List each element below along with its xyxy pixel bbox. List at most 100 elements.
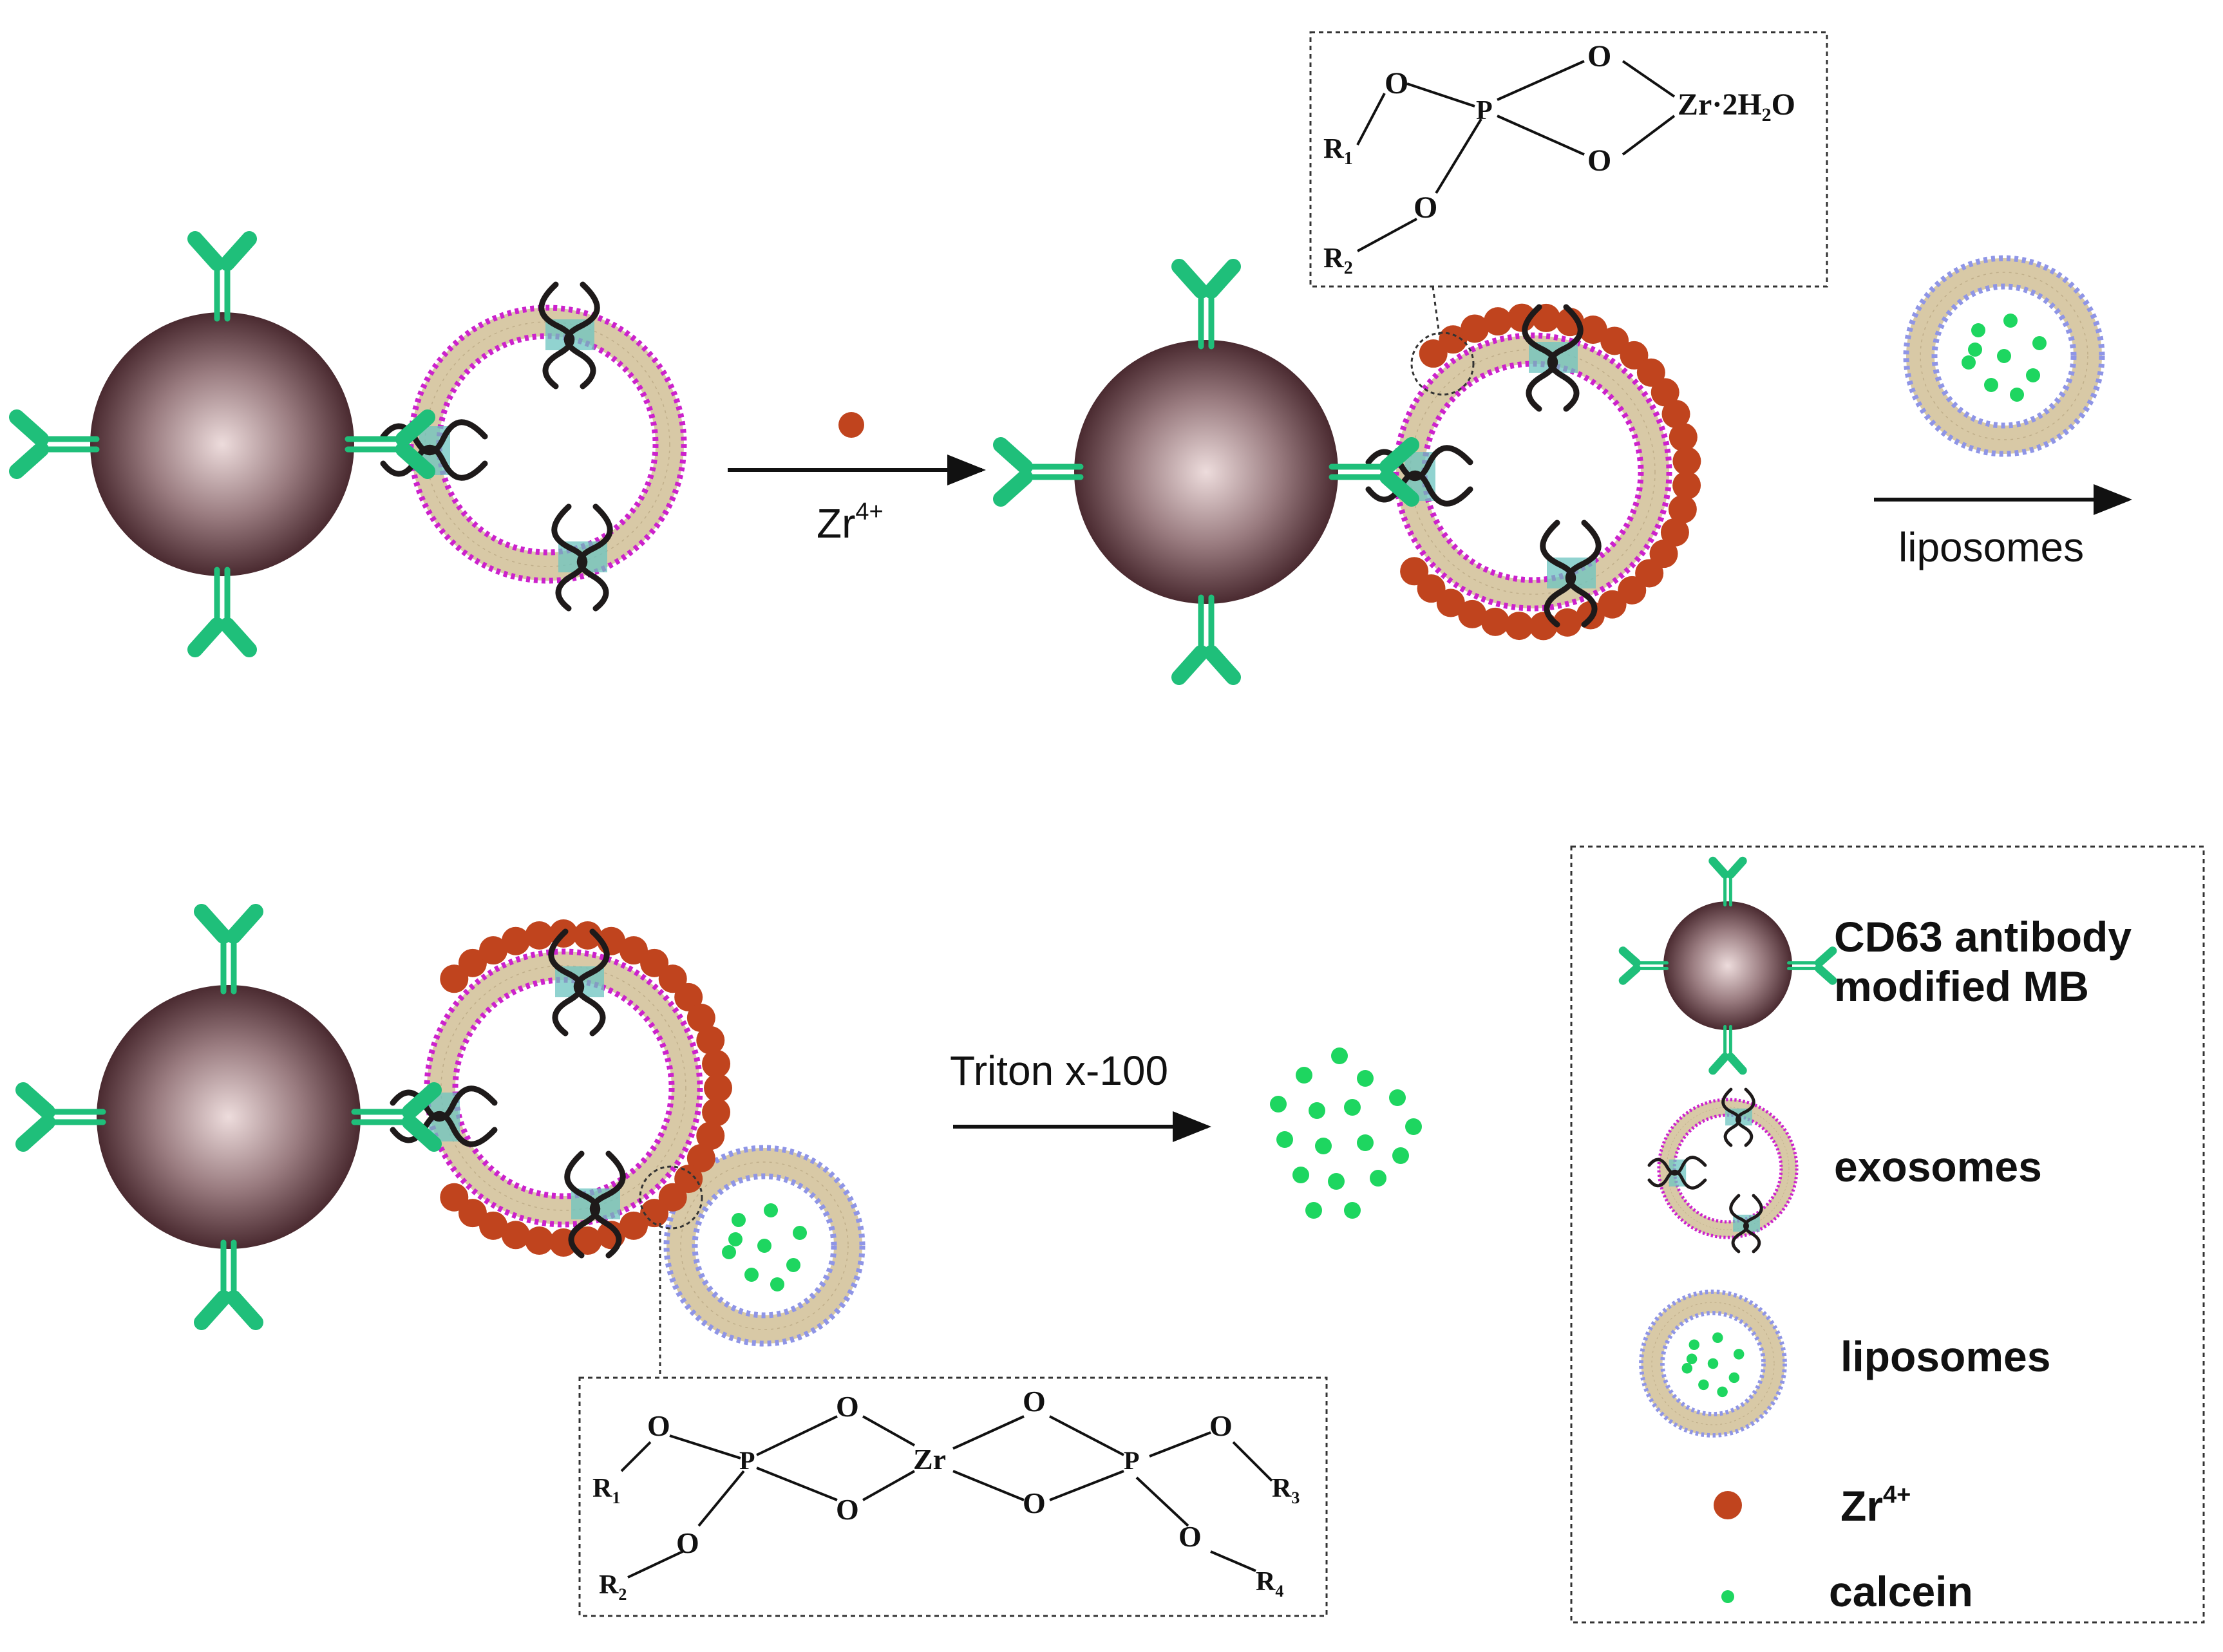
membrane-proteins (380, 281, 1763, 1259)
panel2-liposome-tail-texture (1920, 272, 2088, 440)
panel2-liposome-calcein-dot-7 (2010, 388, 2024, 402)
chem-bot-o-r2: O (1023, 1385, 1046, 1418)
panel3-zr-coat-ion-17 (696, 1122, 725, 1150)
legend-liposome-calcein-dot-4 (1707, 1358, 1719, 1369)
arrow-triton-label: Triton x-100 (950, 1047, 1168, 1094)
chem-bot-o-l4: O (676, 1526, 699, 1559)
panel2-protein-top-helix-a (1522, 304, 1558, 412)
chem-bot-zr: Zr (913, 1443, 946, 1476)
panel1-protein-bottom-helix-b (576, 503, 613, 612)
legend-bead-antibody-1-arms (1815, 946, 1837, 985)
panel2-zr-coat-ion-3 (1484, 307, 1513, 336)
chem-top-r2: R (1323, 242, 1345, 274)
panel3-liposome-calcein-dot-0 (732, 1213, 746, 1227)
panel2-zr-coat-ion-18 (1649, 540, 1678, 568)
panel3-zr-coat (440, 919, 732, 1257)
panel3-zr-coat-ion-19 (674, 1165, 703, 1194)
released-calcein-dot-3 (1389, 1089, 1406, 1106)
released-calcein-dot-4 (1270, 1096, 1287, 1112)
panel3-zr-coat-ion-3 (501, 926, 530, 955)
zr-coatings (440, 303, 1701, 1257)
panel2-bead-antibody-3-arms (993, 437, 1033, 507)
panel1-bead-antibody-2-arms (187, 617, 257, 657)
panel2-zr-coat-ion-13 (1669, 423, 1698, 452)
panel3-liposome-calcein-dot-4 (757, 1239, 771, 1253)
panel3-zr-coat-ion-18 (686, 1143, 715, 1172)
panel3-bead-antibody-0 (194, 904, 263, 995)
panel2-liposome-calcein-dot-0 (1971, 323, 1985, 337)
panel3-protein-top-helix-b (573, 928, 610, 1037)
panel2-zr-coat-ion-4 (1508, 303, 1537, 332)
panel2-zr-coat-ion-7 (1578, 315, 1607, 344)
panel1-exosome-outer-heads (408, 305, 687, 584)
panel2-zr-coat-ion-29 (1417, 574, 1446, 603)
panel2-liposome-calcein-dot-4 (1997, 349, 2011, 363)
panel1-protein-left-helix-a (380, 419, 488, 456)
panel1-bead-antibody-1-arms (395, 409, 435, 479)
released-calcein-dot-10 (1357, 1134, 1374, 1151)
arrow-liposomes-label: liposomes (1898, 524, 2084, 570)
panel2-zr-coat-ion-28 (1436, 588, 1465, 617)
panel3-liposome-calcein-dot-3 (722, 1245, 736, 1259)
magnetic-beads (90, 312, 1792, 1249)
panel2-bead-antibody-0-arms (1171, 259, 1241, 299)
arrow-zr-label: Zr (817, 500, 855, 547)
panel3-zr-coat-ion-6 (573, 921, 602, 950)
legend: CD63 antibody modified MB exosomes lipos… (1570, 845, 2205, 1624)
released-calcein-dot-1 (1296, 1067, 1312, 1084)
legend-exosome-protein-left-helix-b (1647, 1169, 1707, 1190)
panel1-protein-top-helix-a (538, 281, 575, 390)
chem-bot-r3-sub: 3 (1291, 1488, 1300, 1507)
panel3-zr-coat-ion-22 (619, 1211, 648, 1240)
chem-bot-o-r3: O (1023, 1487, 1046, 1519)
arrow-zr-charge: 4+ (855, 498, 883, 525)
released-calcein-dot-5 (1309, 1102, 1325, 1119)
panel3-liposome-calcein (722, 1203, 807, 1291)
legend-calcein: calcein (1829, 1568, 1973, 1615)
chem-bot-r3: R (1272, 1474, 1292, 1503)
released-calcein-dot-12 (1292, 1167, 1309, 1183)
chem-bot-p-right: P (1124, 1446, 1139, 1475)
legend-liposome-calcein-dot-8 (1686, 1353, 1698, 1364)
panel3-zr-coat-ion-20 (658, 1183, 687, 1212)
panel2-zr-coat-ion-30 (1400, 557, 1429, 586)
legend-calcein-dot (1721, 1590, 1734, 1603)
legend-liposome-calcein-dot-5 (1728, 1372, 1740, 1384)
panel3-protein-top (548, 928, 610, 1037)
panel3-zr-coat-ion-15 (704, 1074, 732, 1102)
chem-top-r1: R (1323, 133, 1345, 164)
legend-exosome-protein-top-helix-a (1721, 1087, 1741, 1147)
svg-text:R3: R3 (1272, 1474, 1300, 1507)
panel3-zr-coat-ion-30 (440, 1183, 469, 1212)
chem-bot-r2-sub: 2 (618, 1585, 627, 1604)
panel3-protein-bottom (564, 1150, 626, 1259)
chem-bot-o-l1: O (647, 1409, 670, 1442)
panel3-bead-antibody-0-arms (194, 904, 263, 944)
svg-text:R2: R2 (1323, 242, 1353, 278)
panel2-liposome-calcein-dot-8 (1968, 343, 1982, 357)
panel3-zr-coat-ion-26 (525, 1226, 554, 1255)
panel2-bead-antibody-1 (1329, 437, 1419, 507)
legend-liposomes: liposomes (1840, 1333, 2050, 1380)
panel3-bead-antibody-0-stem (220, 933, 237, 995)
svg-text:R1: R1 (1323, 133, 1353, 169)
panel3-bead-antibody-3-arms (15, 1082, 55, 1152)
chem-top-o3: O (1587, 144, 1611, 178)
panel2-zr-coat-ion-27 (1458, 599, 1487, 628)
legend-zr-charge: 4+ (1883, 1481, 1911, 1508)
panel3-liposome-calcein-dot-2 (793, 1226, 807, 1240)
panel3-zr-coat-ion-9 (640, 948, 669, 977)
panel2-zr-coat-ion-21 (1598, 590, 1627, 619)
legend-exosomes: exosomes (1834, 1143, 2042, 1190)
released-calcein-dot-15 (1305, 1202, 1322, 1219)
panel3-zr-coat-ion-21 (640, 1199, 669, 1228)
panel3-bead-antibody-2-stem (220, 1239, 237, 1301)
panel2-zr-coat-ion-24 (1529, 612, 1558, 641)
legend-zr-ion (1714, 1491, 1742, 1519)
panel3-zr-coat-ion-0 (440, 964, 469, 993)
panel2-exosome (1393, 332, 1672, 612)
panel3-liposome-tail-texture (680, 1161, 849, 1330)
panel1-protein-bottom (551, 503, 613, 612)
legend-bead-antibody-3 (1618, 946, 1669, 985)
chem-bot-r1: R (592, 1474, 612, 1503)
